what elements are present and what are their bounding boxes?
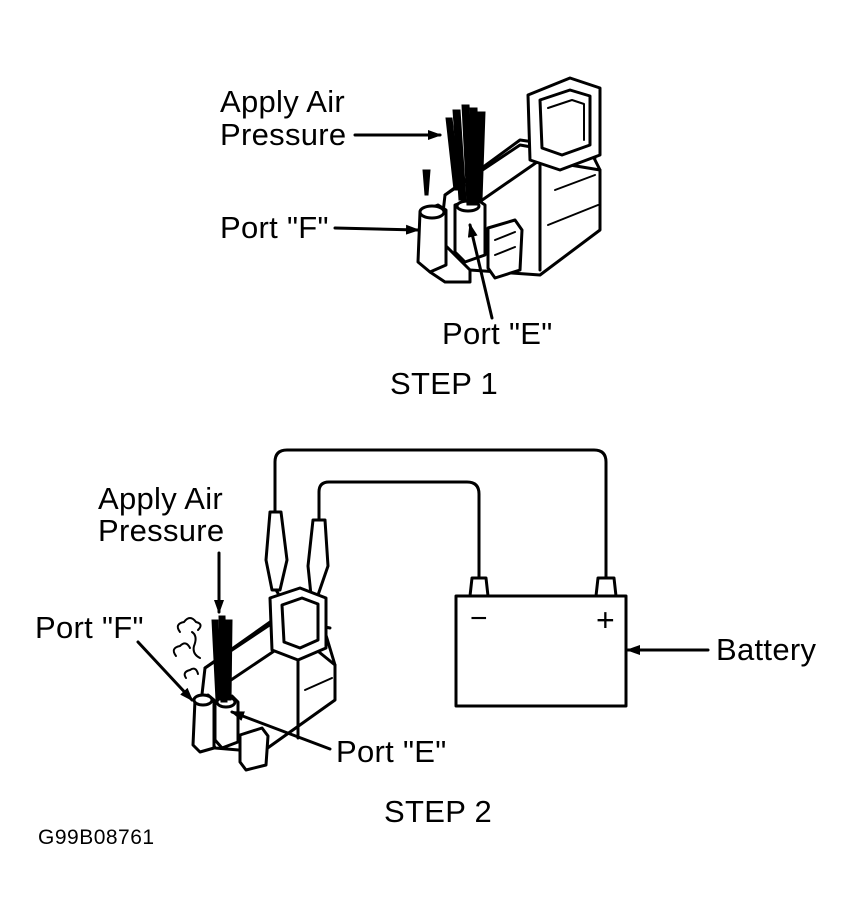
- step1-vacuum-valve: [416, 76, 602, 284]
- step2-port-f-label: Port "F": [35, 610, 144, 645]
- step2-air-escape-puffs: [172, 617, 202, 679]
- step1-port-f-label: Port "F": [220, 210, 329, 245]
- step1-air-escape-mark: [422, 169, 431, 196]
- step1-air-hose: [445, 104, 486, 206]
- step2-apply-air-label: Apply Air: [98, 481, 224, 516]
- battery-label: Battery: [716, 632, 817, 667]
- step2-pressure-label: Pressure: [98, 513, 225, 548]
- figure-code: G99B08761: [38, 826, 155, 849]
- step2-port-f-arrow: [136, 640, 194, 702]
- battery-minus-sign: −: [470, 602, 488, 635]
- step2-air-hose: [211, 615, 233, 703]
- step1-pressure-label: Pressure: [220, 117, 347, 152]
- battery-plus-sign: +: [596, 602, 615, 638]
- step1-caption: STEP 1: [390, 366, 499, 401]
- step2-port-e-arrow: [230, 710, 332, 751]
- step1-apply-air-label: Apply Air: [220, 84, 346, 119]
- battery-body: [454, 594, 628, 708]
- step1-port-e-arrow: [467, 223, 494, 320]
- step1-port-f-arrow: [333, 224, 420, 235]
- step2-caption: STEP 2: [384, 794, 493, 829]
- step1-port-e-label: Port "E": [442, 316, 553, 351]
- step2-port-e-label: Port "E": [336, 734, 447, 769]
